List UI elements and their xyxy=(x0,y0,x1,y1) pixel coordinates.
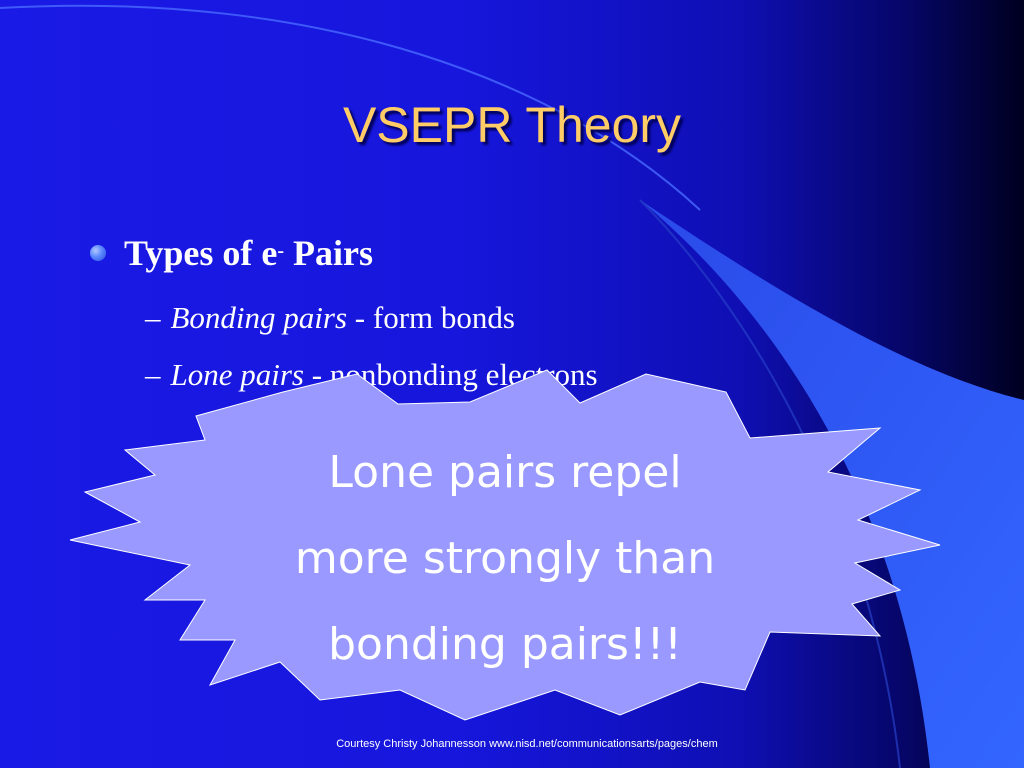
subitem-description: - form bonds xyxy=(347,300,515,335)
callout-text: Lone pairs repel more strongly than bond… xyxy=(200,430,810,688)
bullet-text-after: Pairs xyxy=(284,233,373,273)
callout-line: more strongly than xyxy=(294,533,716,584)
footer-credit: Courtesy Christy Johannesson www.nisd.ne… xyxy=(336,738,718,750)
slide-title: VSEPR Theory xyxy=(342,97,682,153)
bullet-dot-icon xyxy=(90,245,106,261)
bullet-types-of-pairs: Types of e- Pairs xyxy=(90,232,373,274)
subitem-dash: – xyxy=(145,357,161,392)
subitem-term: Lone pairs xyxy=(170,357,305,392)
bullet-superscript: - xyxy=(277,239,284,262)
subitem-dash: – xyxy=(145,300,161,335)
callout-line: Lone pairs repel xyxy=(328,447,682,498)
bullet-text-before: Types of e xyxy=(124,233,278,273)
subitem-bonding-pairs: –Bonding pairs - form bonds xyxy=(145,300,515,336)
callout-line: bonding pairs!!! xyxy=(328,619,682,670)
subitem-term: Bonding pairs xyxy=(170,300,348,335)
